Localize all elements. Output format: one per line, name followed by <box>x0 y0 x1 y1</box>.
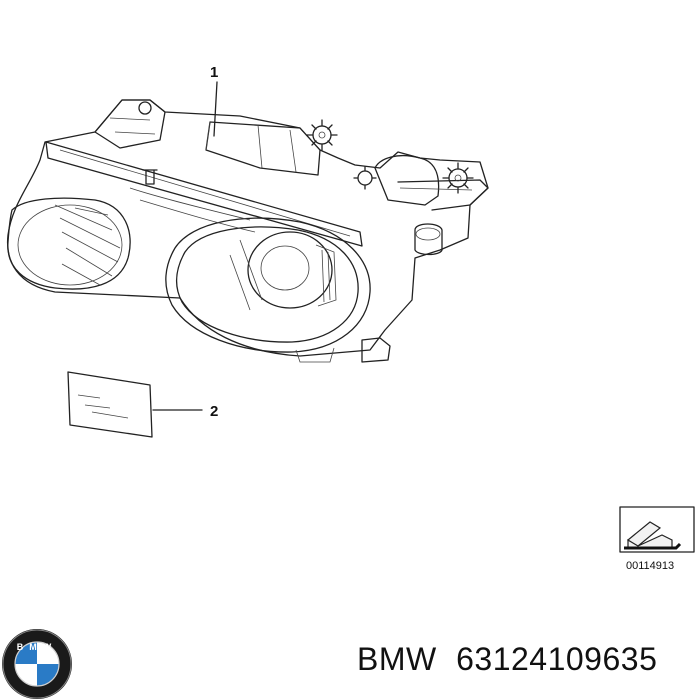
adjuster-gear-icon <box>306 119 338 151</box>
part-caption: BMW 63124109635 <box>357 641 657 678</box>
callout-1-label: 1 <box>210 64 218 81</box>
headlight-assembly <box>6 99 489 363</box>
caption-part-number: 63124109635 <box>456 641 658 677</box>
orientation-arrow-icon <box>619 506 695 553</box>
caption-brand: BMW <box>357 641 437 677</box>
reference-number: 00114913 <box>626 560 674 572</box>
callout-1: 1 <box>210 64 218 137</box>
callout-2: 2 <box>152 403 218 420</box>
callout-2-label: 2 <box>210 403 218 420</box>
adjuster-gear-icon <box>353 166 377 190</box>
adjuster-gear-icon <box>442 162 474 194</box>
svg-text:BMW: BMW <box>17 642 58 652</box>
bmw-logo: BMW <box>2 629 72 699</box>
lens-sheet <box>67 371 153 438</box>
